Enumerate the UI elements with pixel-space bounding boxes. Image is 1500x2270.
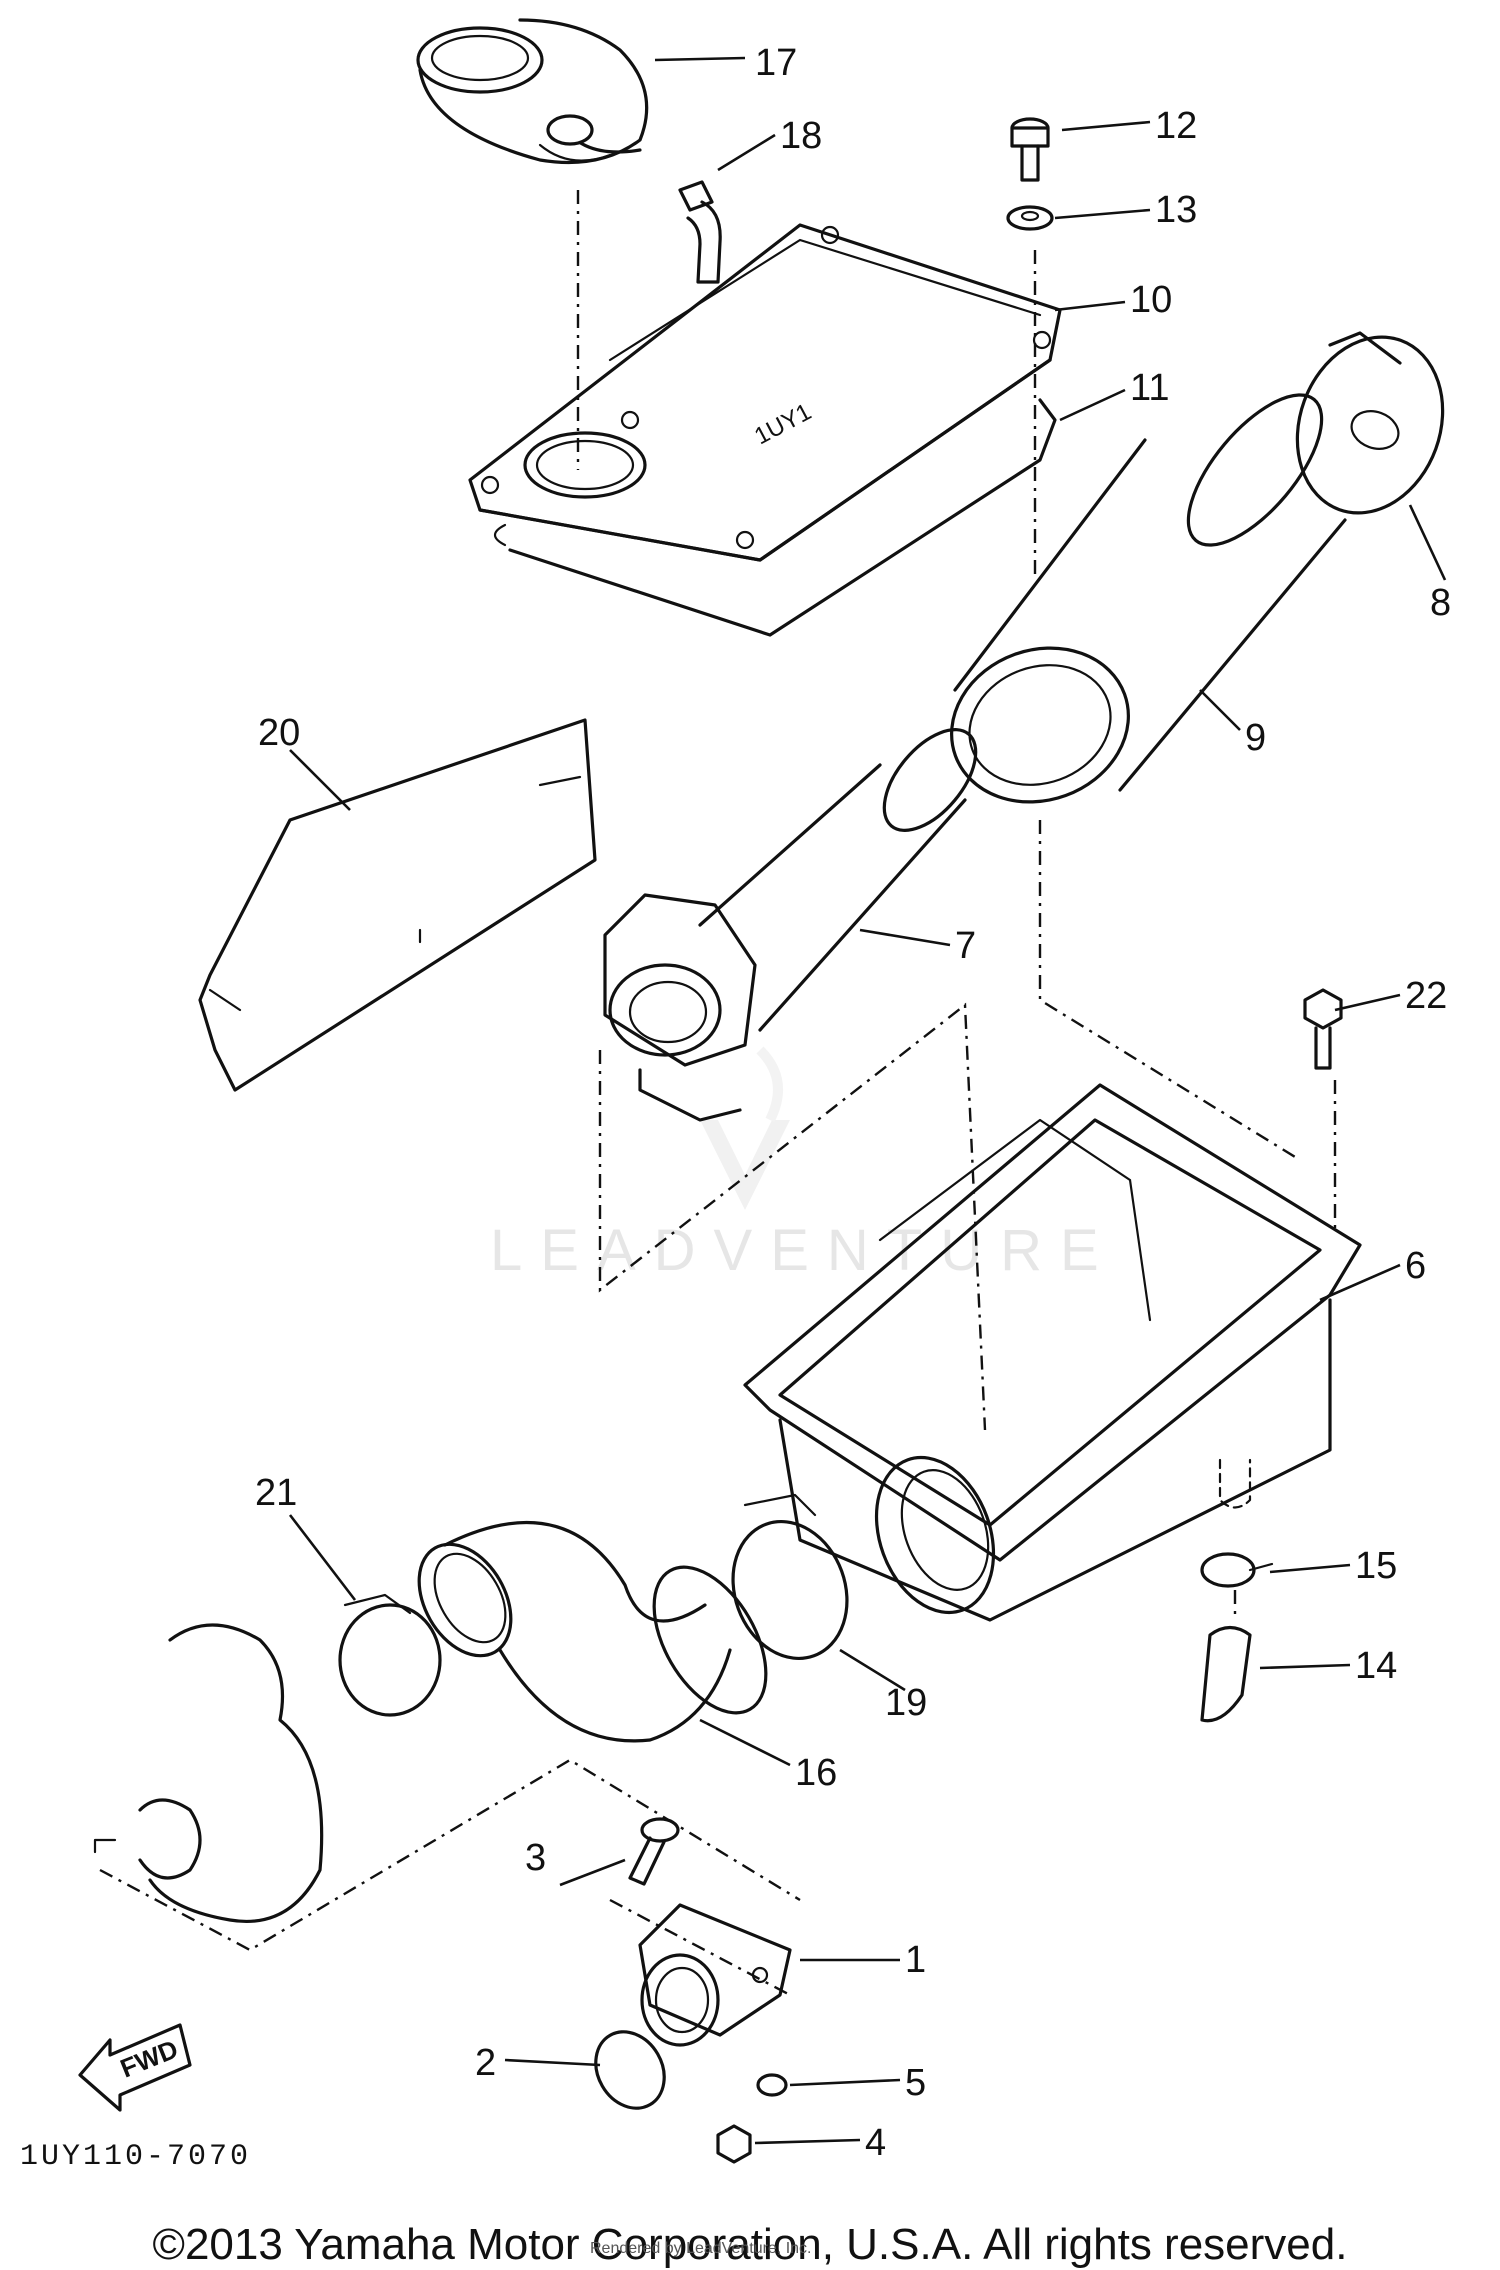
assembly-lines	[99, 190, 1337, 1997]
part-11-gasket-end	[493, 523, 507, 547]
part-19-screw	[743, 1493, 817, 1517]
renderer-credit: Rendered by LeadVenture, Inc.	[590, 2240, 812, 2257]
fwd-arrow-icon	[78, 2023, 192, 2112]
part-21-hose-clamp	[338, 1603, 442, 1717]
part-19-hose-clamp	[731, 1519, 849, 1661]
part-15-clamp	[1200, 1552, 1274, 1588]
callout-14: 14	[1355, 1645, 1397, 1687]
callout-10: 10	[1130, 279, 1172, 321]
callout-22: 22	[1405, 975, 1447, 1017]
callout-13: 13	[1155, 189, 1197, 231]
callout-8: 8	[1430, 582, 1451, 624]
callout-15: 15	[1355, 1545, 1397, 1587]
part-20-plate	[198, 718, 597, 1092]
callout-2: 2	[475, 2042, 496, 2084]
part-11-gasket	[508, 398, 1057, 637]
watermark-logo	[700, 1046, 790, 1210]
part-7-element-guide	[603, 728, 978, 1122]
part-1-carburetor-joint	[638, 1903, 792, 2047]
part-14-drain-plug	[1200, 1625, 1252, 1723]
part-8-end-cap	[1295, 331, 1445, 515]
part-4-nut	[716, 2124, 752, 2164]
part-5-washer	[756, 2073, 788, 2097]
part-10-airbox-cover	[468, 223, 1062, 562]
part-18-elbow-hose	[678, 180, 722, 284]
carburetor-outline	[93, 1623, 324, 1923]
part-13-washer	[1006, 205, 1054, 231]
diagram-code: 1UY110-7070	[20, 2140, 252, 2174]
leader-lines	[288, 56, 1447, 2145]
part-21-screw	[343, 1593, 412, 1615]
callout-labels: 17 18 12 13 10 11 8 9 7 20 22 6 15 14 16…	[255, 42, 1451, 2164]
callout-16: 16	[795, 1752, 837, 1794]
callout-19: 19	[885, 1682, 927, 1724]
copyright-notice: ©2013 Yamaha Motor Corporation, U.S.A. A…	[152, 2220, 1348, 2269]
part-17-intake-duct	[416, 18, 649, 165]
callout-18: 18	[780, 115, 822, 157]
callout-11: 11	[1130, 367, 1169, 409]
fwd-label: FWD	[116, 2034, 182, 2084]
callout-1: 1	[905, 1939, 926, 1981]
callout-3: 3	[525, 1837, 546, 1879]
callout-20: 20	[258, 712, 300, 754]
callout-12: 12	[1155, 105, 1197, 147]
part-22-bolt	[1303, 988, 1343, 1070]
part-12-bolt	[1010, 117, 1050, 182]
part-16-joint-hose	[417, 1520, 768, 1743]
callout-4: 4	[865, 2122, 886, 2164]
callout-17: 17	[755, 42, 797, 84]
cover-marking: 1UY1	[750, 398, 816, 450]
callout-9: 9	[1245, 717, 1266, 759]
part-6-air-box	[743, 1083, 1362, 1622]
watermark-text: LEADVENTURE	[490, 1218, 1117, 1283]
part-3-bolt	[628, 1817, 680, 1886]
part-9-air-filter-element	[950, 393, 1347, 804]
part-2-o-ring	[594, 2030, 666, 2110]
callout-21: 21	[255, 1472, 297, 1514]
callout-7: 7	[955, 925, 976, 967]
callout-5: 5	[905, 2062, 926, 2104]
callout-6: 6	[1405, 1245, 1426, 1287]
